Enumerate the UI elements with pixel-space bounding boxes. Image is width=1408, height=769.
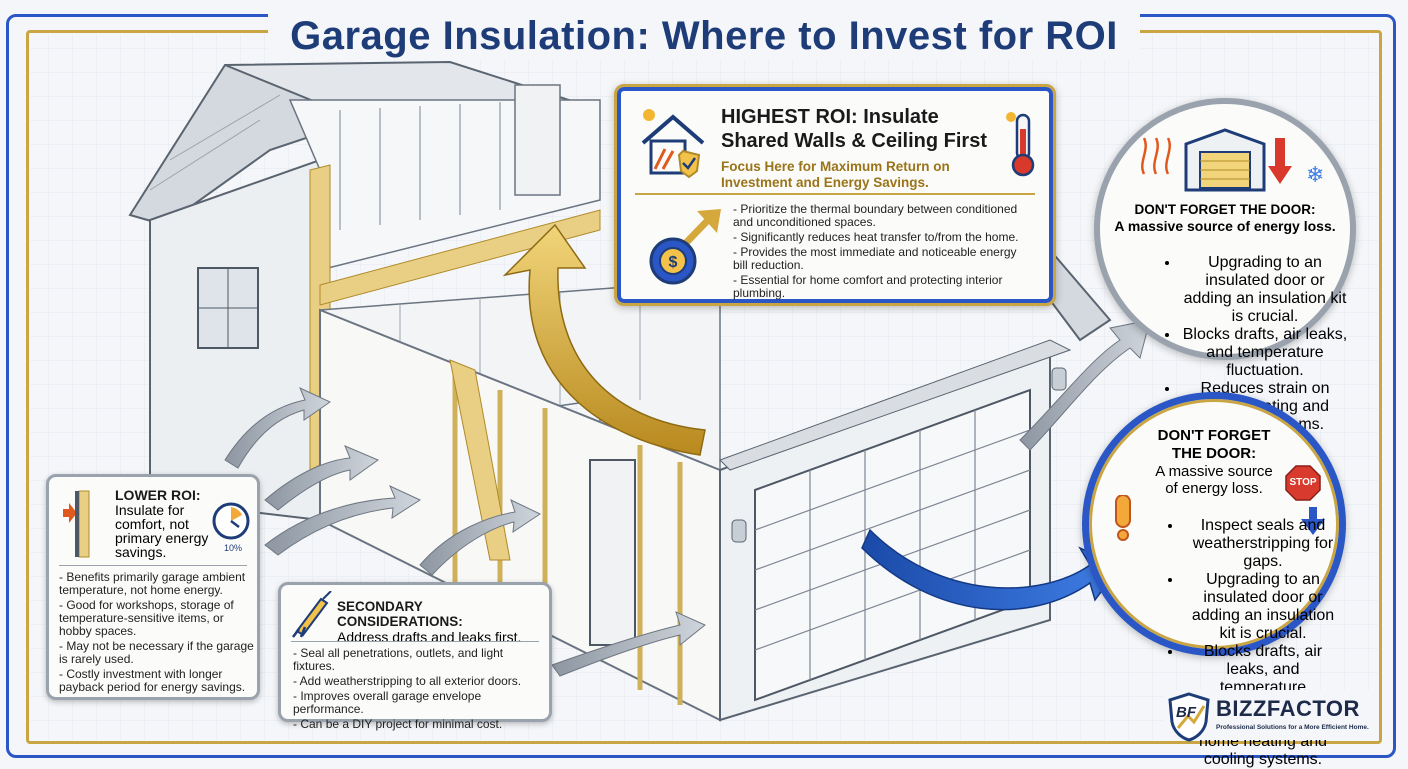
bullet-item: Can be a DIY project for minimal cost.	[293, 718, 547, 731]
svg-text:$: $	[669, 254, 678, 271]
insulation-batt-icon	[63, 490, 90, 558]
secondary-considerations-card: SECONDARY CONSIDERATIONS: Address drafts…	[278, 582, 552, 731]
shield-logo-icon	[1168, 692, 1210, 742]
upper-room-door	[514, 84, 561, 196]
highest-roi-card: HIGHEST ROI: Insulate Shared Walls & Cei…	[614, 84, 1056, 306]
title-backdrop	[268, 12, 1140, 60]
garage-door-heat-icon: ❄	[1141, 128, 1324, 192]
gauge-clock-icon	[212, 502, 250, 540]
divider	[291, 641, 539, 642]
bullet-item: Good for workshops, storage of temperatu…	[59, 599, 255, 638]
lower-roi-arrow-3	[264, 485, 422, 556]
secondary-bullets: Seal all penetrations, outlets, and ligh…	[293, 647, 547, 733]
bullet-item: Blocks drafts, air leaks, and temperatur…	[1180, 326, 1350, 380]
door-info-circle-top: ❄ DON'T FORGET THE DOOR: A massive sourc…	[1094, 98, 1356, 433]
bullet-item: Inspect seals and weatherstripping for g…	[1183, 517, 1343, 571]
highest-roi-heading-line1: HIGHEST ROI: Insulate	[721, 106, 939, 128]
bullet-item: Upgrading to an insulated door or adding…	[1180, 254, 1350, 326]
bullet-item: Improves overall garage envelope perform…	[293, 690, 547, 716]
logo-name: BIZZFACTOR	[1216, 696, 1360, 721]
secondary-heading: SECONDARY CONSIDERATIONS:	[337, 599, 463, 629]
bullet-item: Upgrading to an insulated door or adding…	[1183, 571, 1343, 643]
insulated-ceiling-beam	[319, 209, 601, 306]
door-bottom-sub-line1: A massive source	[1155, 463, 1273, 480]
bullet-item: Provides the most immediate and noticeab…	[733, 246, 1033, 272]
bullet-item: Significantly reduces heat transfer to/f…	[733, 231, 1033, 244]
lower-roi-subheading: Insulate for comfort, not primary energy…	[115, 502, 209, 560]
house-shield-icon	[641, 109, 705, 179]
door-top-heading: DON'T FORGET THE DOOR:	[1134, 202, 1316, 217]
house-window	[197, 267, 259, 349]
bizzfactor-logo: BF BIZZFACTOR Professional Solutions for…	[1164, 690, 1378, 742]
warning-exclamation-icon	[1115, 495, 1131, 541]
wall-light-fixture	[731, 519, 747, 543]
stop-sign-label: STOP	[1289, 477, 1317, 488]
lower-roi-bullets: Benefits primarily garage ambient temper…	[59, 571, 255, 696]
highest-roi-subheading: Focus Here for Maximum Return on Investm…	[721, 159, 950, 190]
highest-roi-bullets: Prioritize the thermal boundary between …	[733, 203, 1033, 302]
divider	[59, 565, 247, 566]
door-bottom-sub-line2: of energy loss.	[1165, 480, 1263, 497]
highest-roi-heading-line2: Shared Walls & Ceiling First	[721, 130, 987, 152]
growth-gear-icon: $	[649, 209, 721, 285]
door-top-subheading: A massive source of energy loss.	[1114, 218, 1336, 234]
bullet-item: Essential for home comfort and protectin…	[733, 274, 1033, 300]
door-bottom-heading-line1: DON'T FORGET	[1157, 427, 1271, 444]
door-info-circle-bottom: DON'T FORGET THE DOOR: A massive source …	[1082, 392, 1346, 768]
lower-roi-arrow-1	[224, 387, 332, 469]
bullet-item: Seal all penetrations, outlets, and ligh…	[293, 647, 547, 673]
gauge-label: 10%	[223, 543, 242, 553]
lower-roi-heading: LOWER ROI:	[115, 487, 201, 503]
stop-sign-icon	[1285, 465, 1321, 501]
side-entry-door	[589, 459, 636, 646]
secondary-arrow-1	[419, 499, 542, 576]
lower-roi-arrow-2	[264, 445, 380, 511]
door-top-arrow	[1019, 319, 1151, 451]
svg-text:❄: ❄	[1306, 163, 1324, 188]
logo-tagline: Professional Solutions for a More Effici…	[1216, 724, 1369, 731]
gold-divider	[635, 193, 1035, 195]
bullet-item: Benefits primarily garage ambient temper…	[59, 571, 255, 597]
thermometer-icon	[1006, 112, 1035, 177]
page-title: Garage Insulation: Where to Invest for R…	[290, 14, 1118, 58]
door-bottom-heading-line2: THE DOOR:	[1171, 445, 1257, 462]
bullet-item: Add weatherstripping to all exterior doo…	[293, 675, 547, 688]
down-arrow-icon	[1301, 507, 1325, 535]
secondary-subheading: Address drafts and leaks first.	[337, 629, 522, 645]
caulk-gun-icon	[292, 591, 332, 638]
secondary-arrow-2	[551, 611, 706, 677]
highest-roi-arrow	[502, 223, 706, 456]
bullet-item: Costly investment with longer payback pe…	[59, 668, 255, 694]
logo-monogram: BF	[1176, 704, 1196, 721]
bullet-item: Prioritize the thermal boundary between …	[733, 203, 1033, 229]
lower-roi-card: LOWER ROI: Insulate for comfort, not pri…	[46, 474, 260, 700]
bullet-item: May not be necessary if the garage is ra…	[59, 640, 255, 666]
